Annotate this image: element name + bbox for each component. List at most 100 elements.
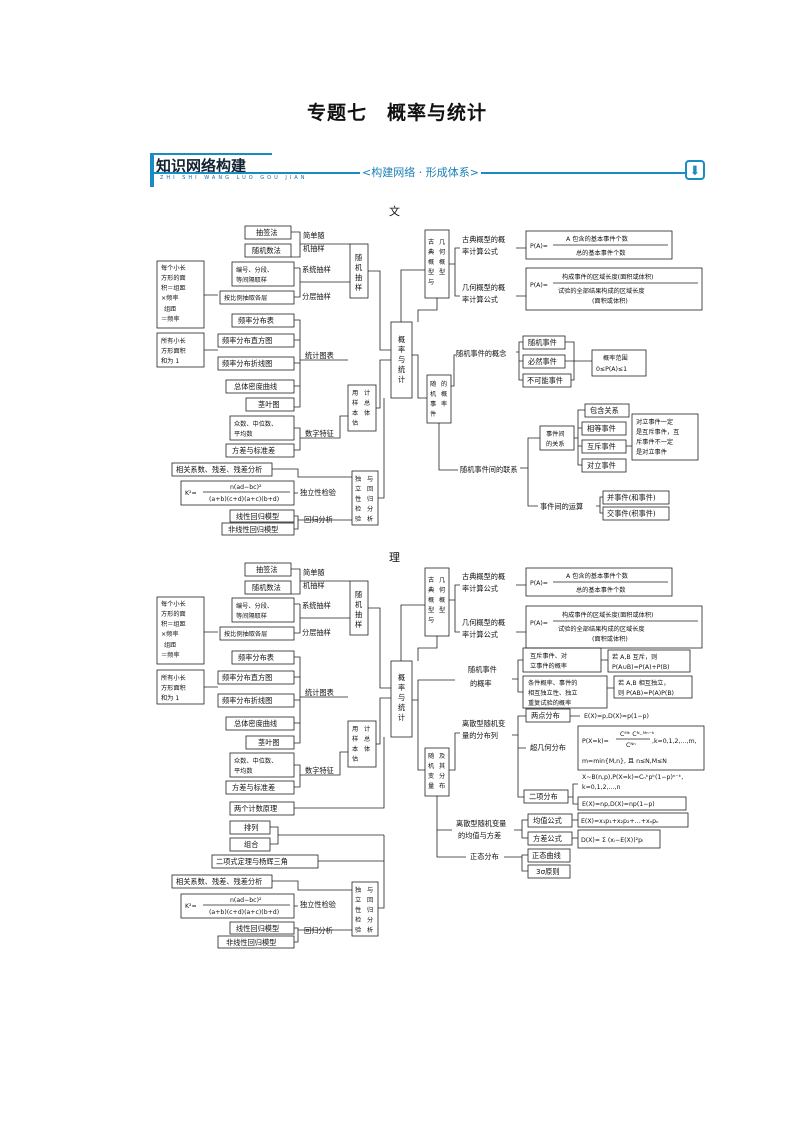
wen-opp-note-box <box>631 413 699 461</box>
wen-digit-feat: 数字特征 <box>305 429 334 438</box>
li-k2-num: n(ad−bc)² <box>230 897 262 904</box>
wen-simple-random-2: 机抽样 <box>303 244 325 253</box>
li-binomial-f-1: X~B(n,p),P(X=k)=Cₙᵏpᵏ(1−p)ⁿ⁻ᵏ, <box>582 774 683 781</box>
wen-freq-table-box <box>231 313 295 328</box>
wen-ev-certain-box <box>522 354 566 369</box>
li-center-box <box>390 660 413 738</box>
li-mean-box <box>527 813 573 828</box>
wen-freq-hist: 频率分布直方图 <box>222 336 272 345</box>
li-mean: 均值公式 <box>533 816 562 825</box>
wen-geo-formula-1: 几何概型的概 <box>462 283 505 292</box>
li-prob-links <box>512 659 614 693</box>
wen-prob-range-box <box>591 349 647 377</box>
li-sampling-text: 随机抽样 <box>355 590 363 629</box>
li-classic-pa: P(A)= <box>530 580 548 587</box>
wen-event-concept: 随机事件的概念 <box>456 349 506 358</box>
li-cond-formula-box <box>613 675 693 699</box>
wen-random-number: 随机数法 <box>252 246 281 255</box>
li-density: 总体密度曲线 <box>234 719 277 728</box>
wen-variance-box <box>225 443 295 458</box>
li-geo-den-1: 试验的全部结果构成的区域长度 <box>558 625 645 633</box>
li-geo-pa: P(A)= <box>530 620 548 627</box>
li-classic-den: 总的基本事件个数 <box>576 586 626 594</box>
wen-test-links <box>272 468 352 530</box>
li-classic-formula-1: 古典概型的概 <box>462 572 505 581</box>
li-mean-var-2: 的均值与方差 <box>458 831 501 840</box>
wen-correlation: 相关系数、残差、残差分析 <box>176 465 262 474</box>
wen-rel-exclusive-box <box>581 439 627 454</box>
wen-rel-opposite: 对立事件 <box>587 461 616 470</box>
wen-density-box <box>225 379 295 394</box>
wen-geo-pa-box <box>525 267 703 311</box>
wen-k2-den: (a+b)(c+d)(a+c)(b+d) <box>209 496 279 503</box>
li-freq-hist-box <box>217 670 295 685</box>
li-test-reg-text: 独立性检验 与回归分析 <box>355 886 373 934</box>
section-label-li: 理 <box>389 551 400 564</box>
wen-variance: 方差与标准差 <box>232 446 275 455</box>
li-discrete-2: 量的分布列 <box>462 731 498 740</box>
li-mean-var-1: 离散型随机变量 <box>456 819 506 828</box>
li-cond-formula-2: 则 P(AB)=P(A)P(B) <box>618 689 674 697</box>
wen-ev-random: 随机事件 <box>528 338 557 347</box>
li-comb: 组合 <box>244 840 258 849</box>
wen-ev-certain: 必然事件 <box>528 357 557 366</box>
li-normal-curve-box <box>527 848 571 863</box>
li-k2-den: (a+b)(c+d)(a+c)(b+d) <box>209 909 279 916</box>
wen-classic-pa-box <box>525 230 673 260</box>
wen-freq-poly: 频率分布折线图 <box>222 359 272 368</box>
li-prob-1: 随机事件 <box>468 665 497 674</box>
li-mean-f: E(X)=x₁p₁+x₂p₂+…+xₙpₙ <box>581 818 659 825</box>
wen-freq-note-box <box>156 260 205 329</box>
wen-map: 概率与统计 随机抽样 抽签法 随机数法 简单随 机抽样 编号、分段、 等间隔取样… <box>156 225 703 536</box>
li-hyper-m: m=min{M,n}, 且 n≤N,M≤N <box>582 758 667 765</box>
li-two-point-f: E(X)=p,D(X)=p(1−p) <box>584 713 649 720</box>
wen-geo-formula-2: 率计算公式 <box>462 295 498 304</box>
wen-stem: 茎叶图 <box>258 400 280 409</box>
wen-stratified-desc: 按比例抽取各层 <box>224 294 267 302</box>
li-freq-poly-box <box>217 693 295 708</box>
li-test-links <box>272 861 385 943</box>
li-classic-num: A 包含的基本事件个数 <box>566 572 629 580</box>
li-stratified-desc: 按比例抽取各层 <box>224 630 267 638</box>
li-variance-box <box>225 780 295 795</box>
li-nums-2: 平均数 <box>234 767 253 775</box>
wen-ev-impossible-box <box>522 373 572 388</box>
li-classic-pa-box <box>525 567 673 597</box>
li-stem-box <box>245 735 295 750</box>
wen-nums-2: 平均数 <box>234 430 253 438</box>
wen-geo-pa: P(A)= <box>530 282 548 289</box>
wen-op-union-box <box>602 490 670 505</box>
li-mutex-formula-box <box>607 649 691 673</box>
wen-center-links <box>204 270 391 409</box>
li-perm-box <box>229 820 271 835</box>
li-stratified: 分层抽样 <box>302 628 331 637</box>
li-normal-curve: 正态曲线 <box>532 851 561 860</box>
li-freq-note-box <box>156 596 205 665</box>
li-simple-random-2: 机抽样 <box>303 581 325 590</box>
li-cond-formula-1: 若 A,B 相互独立， <box>618 679 670 687</box>
li-hyper-den: Cᴺⁿ <box>626 742 636 749</box>
li-cond-3: 重复试验的概率 <box>528 699 571 707</box>
li-counting-links <box>270 737 385 862</box>
li-hyper-num: Cᴹᵏ Cᴺ₋ᴹⁿ⁻ᵏ <box>620 731 655 738</box>
li-nums-1: 众数、中位数、 <box>234 757 277 765</box>
li-cond-2: 相互独立性、独立 <box>528 689 578 697</box>
li-map: 概率与统计 随机抽样 抽签法 随机数法 简单随 机抽样 编号、分段、 等间隔取样… <box>156 562 705 949</box>
wen-test-reg-text: 独立性检验 与回归分析 <box>355 475 373 523</box>
wen-estimation-text: 用样本估 计总体 <box>352 389 371 427</box>
wen-op-inter: 交事件(积事件) <box>607 509 656 518</box>
li-binom-thm-box <box>211 854 319 869</box>
li-three-sigma: 3σ原则 <box>536 867 560 876</box>
wen-classic-formula-1: 古典概型的概 <box>462 235 505 244</box>
li-estimation-links <box>294 656 348 788</box>
download-icon[interactable]: ⬇ <box>685 160 705 180</box>
wen-k2-num: n(ad−bc)² <box>230 484 262 491</box>
li-hyper-box <box>577 725 705 771</box>
li-counting: 两个计数原理 <box>234 804 277 813</box>
li-stem: 茎叶图 <box>258 738 280 747</box>
li-center-text: 概率与统计 <box>398 673 405 722</box>
wen-independence: 独立性检验 <box>300 488 336 497</box>
wen-lottery: 抽签法 <box>256 228 278 237</box>
li-comb-box <box>229 837 271 852</box>
